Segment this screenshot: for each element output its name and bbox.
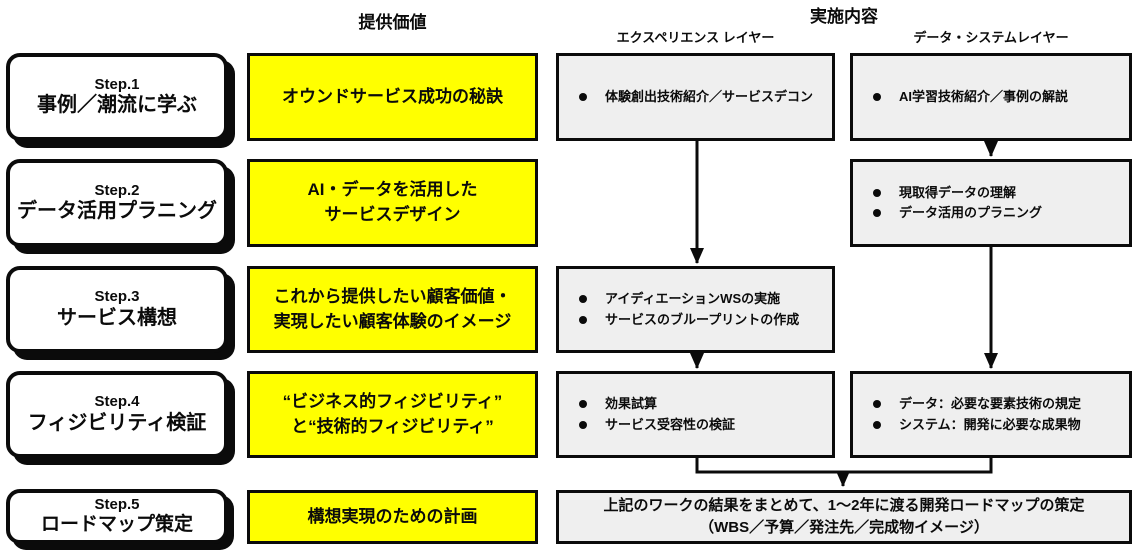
value-5-line: 構想実現のための計画: [307, 506, 478, 526]
value-3-line: 実現したい顧客体験のイメージ: [273, 311, 512, 331]
step-box-1: Step.1 事例／潮流に学ぶ: [6, 53, 228, 141]
merge-connector: [695, 458, 993, 474]
bullet-icon: [579, 420, 587, 429]
bullet-icon: [579, 315, 587, 324]
data-system-step2-item: データ活用のプラニング: [899, 205, 1043, 220]
step-1-label: Step.1: [94, 75, 140, 93]
value-1-line: オウンドサービス成功の秘訣: [282, 86, 503, 106]
step-4-label: Step.4: [94, 393, 140, 411]
value-4-line: “ビジネス的フィジビリティ”: [282, 391, 503, 411]
step-box-5: Step.5 ロードマップ策定: [6, 489, 228, 544]
data-system-box-step1: AI学習技術紹介／事例の解説: [850, 53, 1132, 141]
value-box-5: 構想実現のための計画: [247, 490, 538, 544]
value-4-line: と“技術的フィジビリティ”: [291, 416, 494, 436]
summary-line: 上記のワークの結果をまとめて、1〜2年に渡る開発ロードマップの策定: [603, 497, 1085, 515]
summary-line: （WBS／予算／発注先／完成物イメージ）: [699, 519, 989, 536]
step-1-title: 事例／潮流に学ぶ: [37, 94, 197, 117]
value-box-4: “ビジネス的フィジビリティ” と“技術的フィジビリティ”: [247, 371, 538, 458]
value-2-line: サービスデザイン: [324, 205, 461, 224]
bullet-icon: [873, 400, 881, 409]
list-item: 体験創出技術紹介／サービスデコン: [579, 87, 824, 107]
list-item: AI学習技術紹介／事例の解説: [873, 87, 1121, 107]
bullet-icon: [873, 420, 881, 429]
data-system-step4-item: システム：開発に必要な成果物: [899, 416, 1081, 432]
data-system-step2-item: 現取得データの理解: [899, 184, 1017, 200]
header-experience-layer: エクスペリエンス レイヤー: [616, 30, 775, 45]
step-5-label: Step.5: [94, 496, 140, 513]
value-box-2: AI・データを活用した サービスデザイン: [247, 159, 538, 247]
list-item: 効果試算: [579, 394, 824, 414]
step-3-title: サービス構想: [57, 306, 177, 329]
header-data-system-layer: データ・システムレイヤー: [913, 30, 1069, 45]
list-item: データ活用のプラニング: [873, 203, 1121, 223]
data-system-step1-item: AI学習技術紹介／事例の解説: [899, 88, 1069, 104]
list-item: 現取得データの理解: [873, 183, 1121, 203]
step-3-label: Step.3: [94, 288, 140, 306]
list-item: システム：開発に必要な成果物: [873, 415, 1121, 435]
value-box-1: オウンドサービス成功の秘訣: [247, 53, 538, 141]
value-3-line: これから提供したい顧客価値・: [273, 286, 512, 306]
header-implementation: 実施内容: [810, 7, 878, 26]
experience-step1-item: 体験創出技術紹介／サービスデコン: [605, 88, 814, 104]
bullet-icon: [579, 92, 587, 101]
experience-box-step1: 体験創出技術紹介／サービスデコン: [556, 53, 835, 141]
bullet-icon: [579, 400, 587, 409]
list-item: アイディエーションWSの実施: [579, 289, 824, 309]
step-box-4: Step.4 フィジビリティ検証: [6, 371, 228, 458]
step-4-title: フィジビリティ検証: [27, 411, 207, 434]
step-2-label: Step.2: [94, 181, 140, 199]
experience-step4-item: 効果試算: [605, 396, 658, 412]
value-2-line: AI・データを活用した: [307, 180, 478, 200]
step-box-2: Step.2 データ活用プラニング: [6, 159, 228, 247]
experience-box-step4: 効果試算 サービス受容性の検証: [556, 371, 835, 458]
list-item: データ：必要な要素技術の規定: [873, 394, 1121, 414]
step-2-title: データ活用プラニング: [17, 200, 217, 223]
data-system-box-step4: データ：必要な要素技術の規定 システム：開発に必要な成果物: [850, 371, 1132, 458]
step-box-3: Step.3 サービス構想: [6, 266, 228, 353]
header-provided-value: 提供価値: [358, 13, 427, 32]
experience-box-step3: アイディエーションWSの実施 サービスのブループリントの作成: [556, 266, 835, 353]
experience-step4-item: サービス受容性の検証: [605, 416, 736, 432]
bullet-icon: [873, 188, 881, 197]
summary-box: 上記のワークの結果をまとめて、1〜2年に渡る開発ロードマップの策定 （WBS／予…: [556, 490, 1132, 544]
bullet-icon: [579, 295, 587, 304]
bullet-icon: [873, 92, 881, 101]
value-box-3: これから提供したい顧客価値・ 実現したい顧客体験のイメージ: [247, 266, 538, 353]
experience-step3-item: サービスのブループリントの作成: [605, 311, 800, 327]
step-5-title: ロードマップ策定: [40, 514, 193, 536]
data-system-box-step2: 現取得データの理解 データ活用のプラニング: [850, 159, 1132, 247]
bullet-icon: [873, 209, 881, 217]
list-item: サービスのブループリントの作成: [579, 310, 824, 330]
list-item: サービス受容性の検証: [579, 415, 824, 435]
data-system-step4-item: データ：必要な要素技術の規定: [899, 396, 1082, 412]
experience-step3-item: アイディエーションWSの実施: [605, 291, 781, 307]
